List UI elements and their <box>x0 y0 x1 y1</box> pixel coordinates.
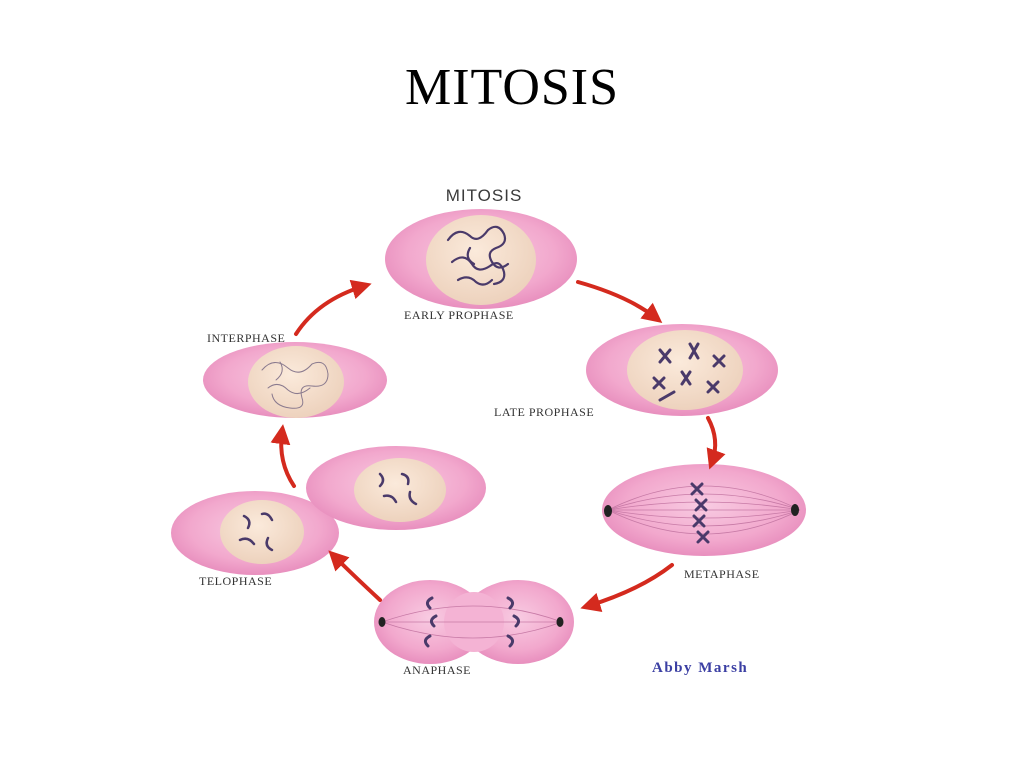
label-interphase: INTERPHASE <box>207 331 286 345</box>
interphase-cell <box>203 342 387 418</box>
arrow-interphase-to-early-prophase <box>294 279 372 336</box>
label-metaphase: METAPHASE <box>684 567 760 581</box>
arrow-early-to-late-prophase <box>576 280 663 323</box>
telophase-cell-left <box>171 491 339 575</box>
slide-title: MITOSIS <box>404 59 620 116</box>
early-prophase-cell <box>385 209 577 309</box>
arrow-metaphase-to-anaphase <box>580 563 674 613</box>
label-late-prophase: LATE PROPHASE <box>494 405 595 419</box>
late-prophase-cell <box>586 324 778 416</box>
telophase-cell-right <box>306 446 486 530</box>
label-early-prophase: EARLY PROPHASE <box>404 308 514 322</box>
metaphase-cell <box>602 464 806 556</box>
arrow-telophase-to-interphase <box>270 424 296 488</box>
label-anaphase: ANAPHASE <box>403 663 472 677</box>
anaphase-cell <box>374 580 574 664</box>
arrow-late-prophase-to-metaphase <box>706 416 726 470</box>
arrow-anaphase-to-telophase <box>328 550 382 602</box>
label-telophase: TELOPHASE <box>199 574 273 588</box>
author-signature: Abby Marsh <box>652 660 749 676</box>
diagram-title: MITOSIS <box>445 186 523 205</box>
